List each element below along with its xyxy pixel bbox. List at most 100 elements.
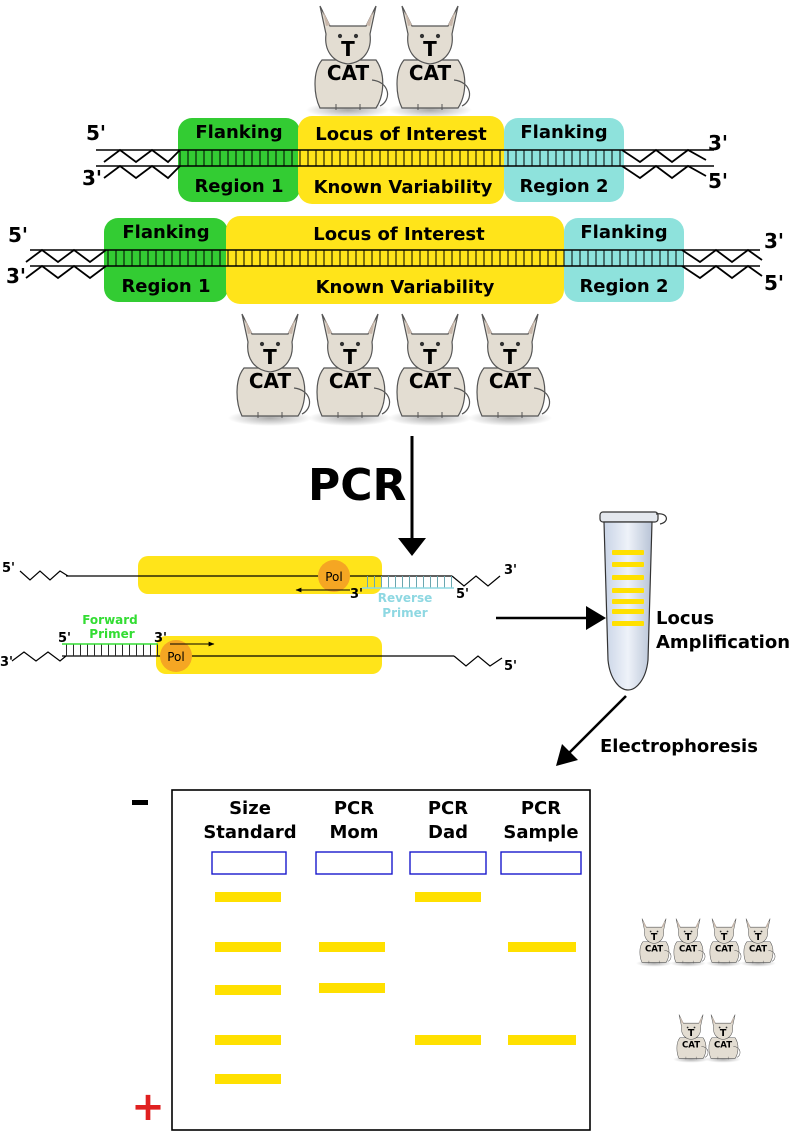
cat-figure: T CAT — [704, 1014, 742, 1063]
cat-label-t: T — [720, 1028, 727, 1039]
gel-band — [508, 942, 576, 952]
three-prime-label: 3' — [764, 229, 784, 253]
small-cat-row-long: T CAT T CAT T CAT T CAT — [635, 918, 777, 967]
cat-label-cat: CAT — [249, 369, 292, 393]
gel-lane-sample: PCR Sample — [500, 798, 582, 1045]
five-prime-label: 5' — [8, 223, 28, 247]
lane-label: Standard — [203, 822, 296, 843]
gel-lane-size-standard: Size Standard — [203, 798, 297, 1084]
gel-band — [319, 983, 385, 993]
three-prime-label: 3' — [154, 631, 167, 646]
lane-label: PCR — [521, 798, 561, 819]
cat-label-cat: CAT — [489, 369, 532, 393]
region-1-label: Region 1 — [194, 176, 283, 197]
gel-lane-dad: PCR Dad — [409, 798, 487, 1045]
known-variability-label: Known Variability — [314, 177, 493, 198]
cat-figure: T CAT — [467, 313, 553, 427]
three-prime-label: 3' — [6, 264, 26, 288]
dna-ladder — [178, 150, 624, 166]
dna-strand-long: 5' 3' 3' 5' Flanking Region 1 Locus of I… — [6, 216, 784, 304]
cat-label-t: T — [503, 345, 517, 369]
five-prime-label: 5' — [86, 121, 106, 145]
electrophoresis-arrow-head — [556, 744, 578, 766]
three-prime-label: 3' — [82, 166, 102, 190]
cat-label-cat: CAT — [645, 944, 663, 954]
five-prime-label: 5' — [456, 587, 469, 602]
gel-minus-sign — [132, 800, 148, 805]
three-prime-label: 3' — [350, 587, 363, 602]
electrophoresis-label: Electrophoresis — [600, 736, 758, 757]
five-prime-label: 5' — [764, 271, 784, 295]
lane-label: Dad — [428, 822, 468, 843]
five-prime-label: 5' — [2, 561, 15, 576]
cat-label-cat: CAT — [714, 1040, 732, 1050]
forward-primer-ladder — [62, 644, 158, 656]
pcr-reaction: Pol 5' 3' 3' 5' Reverse Primer Pol Forwa… — [0, 556, 517, 674]
cat-group-middle: T CAT T CAT T CAT T CAT — [227, 313, 553, 427]
lane-label: Size — [229, 798, 271, 819]
cat-figure: T CAT — [635, 918, 673, 967]
gel-band — [215, 985, 281, 995]
five-prime-label: 5' — [708, 169, 728, 193]
forward-primer-label: Primer — [89, 627, 134, 641]
cat-label-t: T — [651, 932, 658, 943]
dna-ladder — [104, 250, 684, 266]
region-2-label: Region 2 — [579, 276, 668, 297]
cat-figure: T CAT — [672, 1014, 710, 1063]
flanking-label: Flanking — [580, 222, 667, 243]
flanking-label: Flanking — [122, 222, 209, 243]
cat-label-t: T — [688, 1028, 695, 1039]
cat-group-top: T CAT T CAT — [305, 5, 473, 119]
cat-label-cat: CAT — [749, 944, 767, 954]
cat-label-t: T — [755, 932, 762, 943]
gel-well — [315, 851, 393, 875]
gel-band — [415, 892, 481, 902]
small-cat-row-short: T CAT T CAT — [672, 1014, 742, 1063]
three-prime-label: 3' — [0, 655, 13, 670]
region-1-label: Region 1 — [121, 276, 210, 297]
three-prime-label: 3' — [504, 563, 517, 578]
cat-label-t: T — [721, 932, 728, 943]
forward-primer-label: Forward — [82, 613, 138, 627]
lane-label: PCR — [428, 798, 468, 819]
cat-figure: T CAT — [739, 918, 777, 967]
reverse-primer-label: Primer — [382, 606, 427, 620]
cat-figure: T CAT — [227, 313, 313, 427]
cat-figure: T CAT — [705, 918, 743, 967]
pcr-tube — [599, 511, 667, 691]
gel-band — [215, 1035, 281, 1045]
three-prime-label: 3' — [708, 131, 728, 155]
locus-amplification-label: Amplification — [656, 632, 790, 653]
gel-band — [215, 892, 281, 902]
amplification-arrow-head — [586, 606, 606, 630]
flanking-label: Flanking — [520, 122, 607, 143]
lane-label: Mom — [329, 822, 378, 843]
cat-label-t: T — [343, 345, 357, 369]
pcr-step: PCR — [308, 436, 426, 556]
cat-figure: T CAT — [305, 5, 391, 119]
cat-figure: T CAT — [669, 918, 707, 967]
tube-bands — [612, 550, 644, 626]
gel-well — [211, 851, 287, 875]
cat-label-cat: CAT — [682, 1040, 700, 1050]
pcr-arrow-head — [398, 538, 426, 556]
lane-label: PCR — [334, 798, 374, 819]
gel-band — [415, 1035, 481, 1045]
flanking-label: Flanking — [195, 122, 282, 143]
gel-plus-sign: + — [131, 1084, 165, 1130]
cat-label-cat: CAT — [679, 944, 697, 954]
reverse-primer-label: Reverse — [378, 591, 433, 605]
cat-figure: T CAT — [387, 313, 473, 427]
cat-label-cat: CAT — [327, 61, 370, 85]
gel-band — [319, 942, 385, 952]
cat-label-cat: CAT — [409, 369, 452, 393]
cat-label-cat: CAT — [329, 369, 372, 393]
cat-label-t: T — [423, 37, 437, 61]
gel-band — [215, 942, 281, 952]
polymerase-label: Pol — [325, 570, 342, 584]
gel: + Size Standard PCR Mom PCR Dad PCR — [131, 789, 591, 1131]
reverse-primer-ladder — [362, 576, 454, 588]
electrophoresis-arrow — [565, 695, 627, 757]
polymerase-label: Pol — [167, 650, 184, 664]
